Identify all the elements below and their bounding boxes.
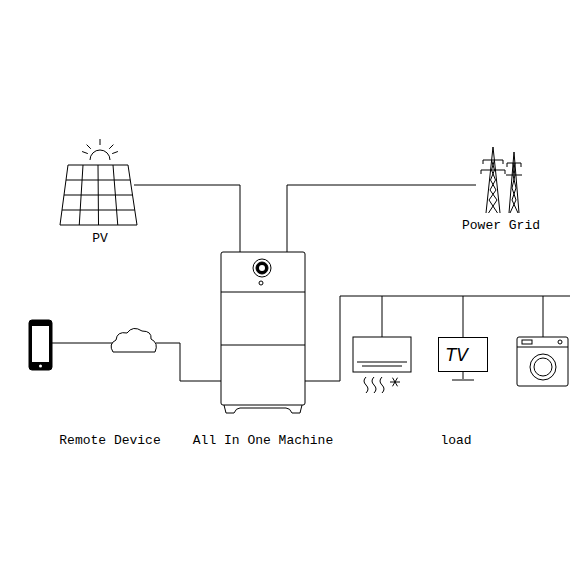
solar-panel <box>60 165 137 225</box>
remote-node: Remote Device <box>26 318 156 372</box>
power-line <box>305 381 340 382</box>
load-bus <box>340 296 570 381</box>
tv-screen: TV <box>438 337 488 372</box>
air-conditioner-icon <box>353 337 411 393</box>
node-label: PV <box>92 232 108 246</box>
power-line <box>287 185 476 252</box>
network-line <box>52 343 113 344</box>
node-label: Remote Device <box>59 434 160 448</box>
machine-cabinet <box>221 252 305 413</box>
node-label: load <box>440 434 471 448</box>
grid-node: Power Grid <box>476 143 528 217</box>
cloud-icon <box>111 328 156 352</box>
load-node: loadTV <box>340 296 572 392</box>
machine-node: All In One Machine <box>221 252 305 405</box>
power-line <box>156 343 221 381</box>
tv-label: TV <box>446 345 468 365</box>
sun-icon <box>82 139 118 160</box>
pv-node: PV <box>58 133 134 226</box>
node-label: Power Grid <box>462 219 540 233</box>
node-label: All In One Machine <box>193 434 333 448</box>
power-line <box>134 185 240 252</box>
power-tower <box>481 147 522 213</box>
washing-machine-icon <box>517 337 568 386</box>
phone-icon <box>29 320 52 370</box>
